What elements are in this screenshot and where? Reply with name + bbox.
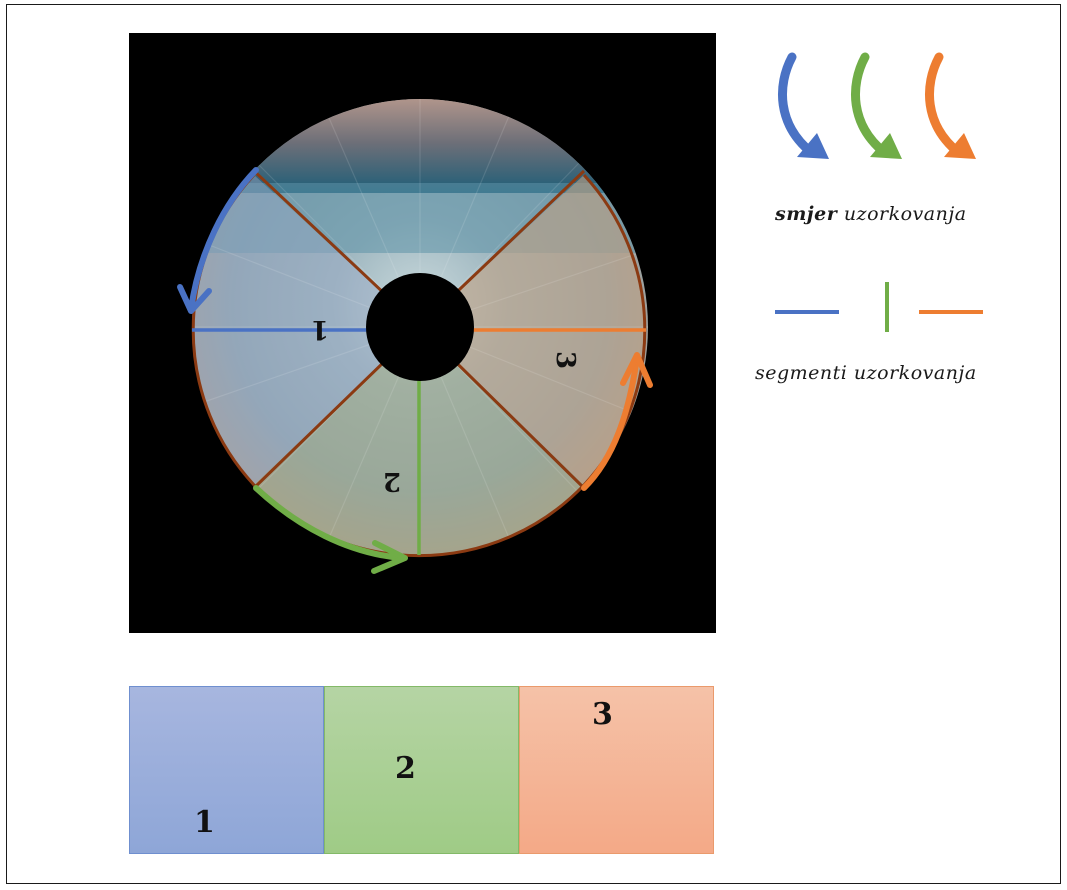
strip-label-2: 2 bbox=[395, 751, 416, 786]
iris-diagram: 1 2 3 bbox=[177, 99, 653, 574]
strip-label-3: 3 bbox=[592, 697, 613, 732]
direction-legend-bold: smjer bbox=[775, 203, 838, 225]
direction-arrow-1-head bbox=[177, 284, 212, 314]
figure-frame: 1 2 3 smjer uzorkovanja bbox=[6, 4, 1061, 884]
curved-arrow-green-icon bbox=[851, 52, 902, 159]
direction-arrow-1 bbox=[188, 167, 259, 312]
legend: smjer uzorkovanja segmenti uzorkovanja bbox=[747, 45, 1067, 405]
segment-3-number: 3 bbox=[550, 351, 580, 369]
segment-1-number: 1 bbox=[311, 314, 329, 344]
direction-legend-label: smjer uzorkovanja bbox=[775, 203, 967, 225]
direction-arrow-3 bbox=[581, 355, 640, 491]
direction-arrow-2 bbox=[253, 485, 404, 561]
iris-photo-panel: 1 2 3 bbox=[129, 33, 716, 633]
segment-2-number: 2 bbox=[383, 466, 401, 496]
legend-arrows bbox=[778, 52, 976, 159]
unwrapped-strip: 1 2 3 bbox=[129, 686, 714, 854]
segments-legend-label: segmenti uzorkovanja bbox=[755, 362, 977, 384]
curved-arrow-blue-icon bbox=[778, 52, 829, 159]
direction-legend-rest: uzorkovanja bbox=[837, 203, 967, 225]
strip-segment-3: 3 bbox=[519, 686, 714, 854]
direction-arrow-2-head bbox=[371, 540, 408, 574]
strip-label-1: 1 bbox=[194, 805, 215, 840]
pupil bbox=[366, 273, 474, 381]
legend-segment-lines bbox=[775, 282, 983, 332]
strip-segment-1: 1 bbox=[129, 686, 324, 854]
strip-segment-2: 2 bbox=[324, 686, 519, 854]
direction-arrow-3-head bbox=[620, 352, 653, 388]
curved-arrow-orange-icon bbox=[925, 52, 976, 159]
